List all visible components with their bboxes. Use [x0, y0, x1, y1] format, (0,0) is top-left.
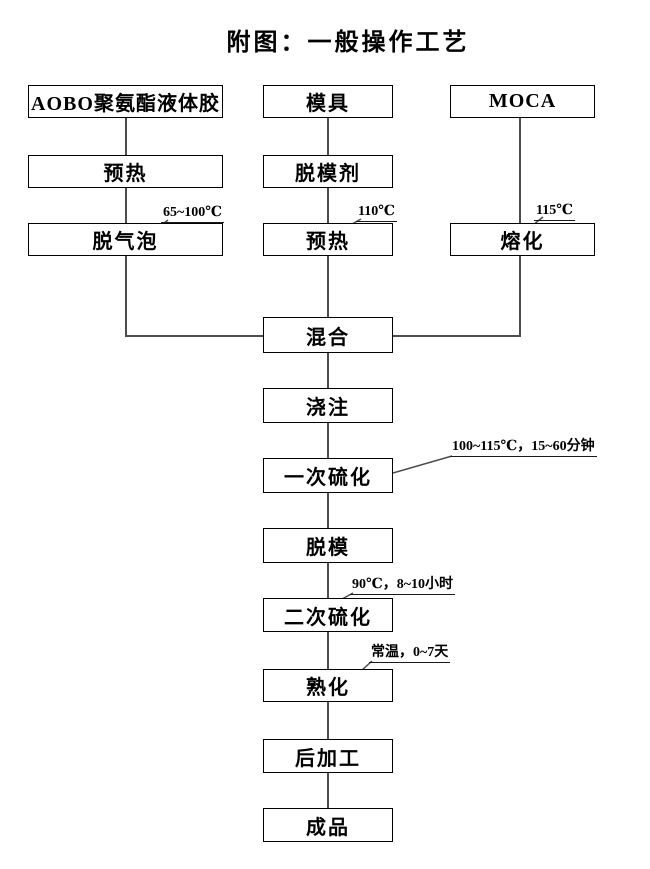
annotation-preheat-mold-temp: 110℃	[356, 205, 398, 222]
node-preheat-mold: 预热	[263, 223, 393, 256]
annotation-degas-temp: 65~100℃	[161, 206, 225, 223]
node-preheat-glue: 预热	[28, 155, 223, 188]
node-mix: 混合	[263, 317, 393, 353]
annotation-first-cure-condition: 100~115℃，15~60分钟	[450, 440, 597, 457]
node-demold: 脱模	[263, 528, 393, 563]
node-moca: MOCA	[450, 85, 595, 118]
page-title: 附图：一般操作工艺	[226, 30, 470, 56]
node-finished-product: 成品	[263, 808, 393, 842]
annotation-aging-condition: 常温，0~7天	[369, 646, 451, 663]
leader-first-cure-cond	[392, 455, 453, 474]
connector-melt-mix	[393, 256, 521, 337]
node-second-vulcanization: 二次硫化	[263, 598, 393, 632]
node-aging: 熟化	[263, 669, 393, 702]
node-pour: 浇注	[263, 388, 393, 423]
node-aobo-polyurethane-liquid: AOBO聚氨酯液体胶	[28, 85, 223, 118]
node-post-process: 后加工	[263, 739, 393, 773]
annotation-second-cure-condition: 90℃，8~10小时	[350, 578, 456, 595]
node-degas: 脱气泡	[28, 223, 223, 256]
annotation-melt-temp: 115℃	[534, 204, 576, 221]
node-mold: 模具	[263, 85, 393, 118]
connector-degas-mix	[125, 256, 263, 337]
node-release-agent: 脱模剂	[263, 155, 393, 188]
node-first-vulcanization: 一次硫化	[263, 458, 393, 493]
node-melt: 熔化	[450, 223, 595, 256]
